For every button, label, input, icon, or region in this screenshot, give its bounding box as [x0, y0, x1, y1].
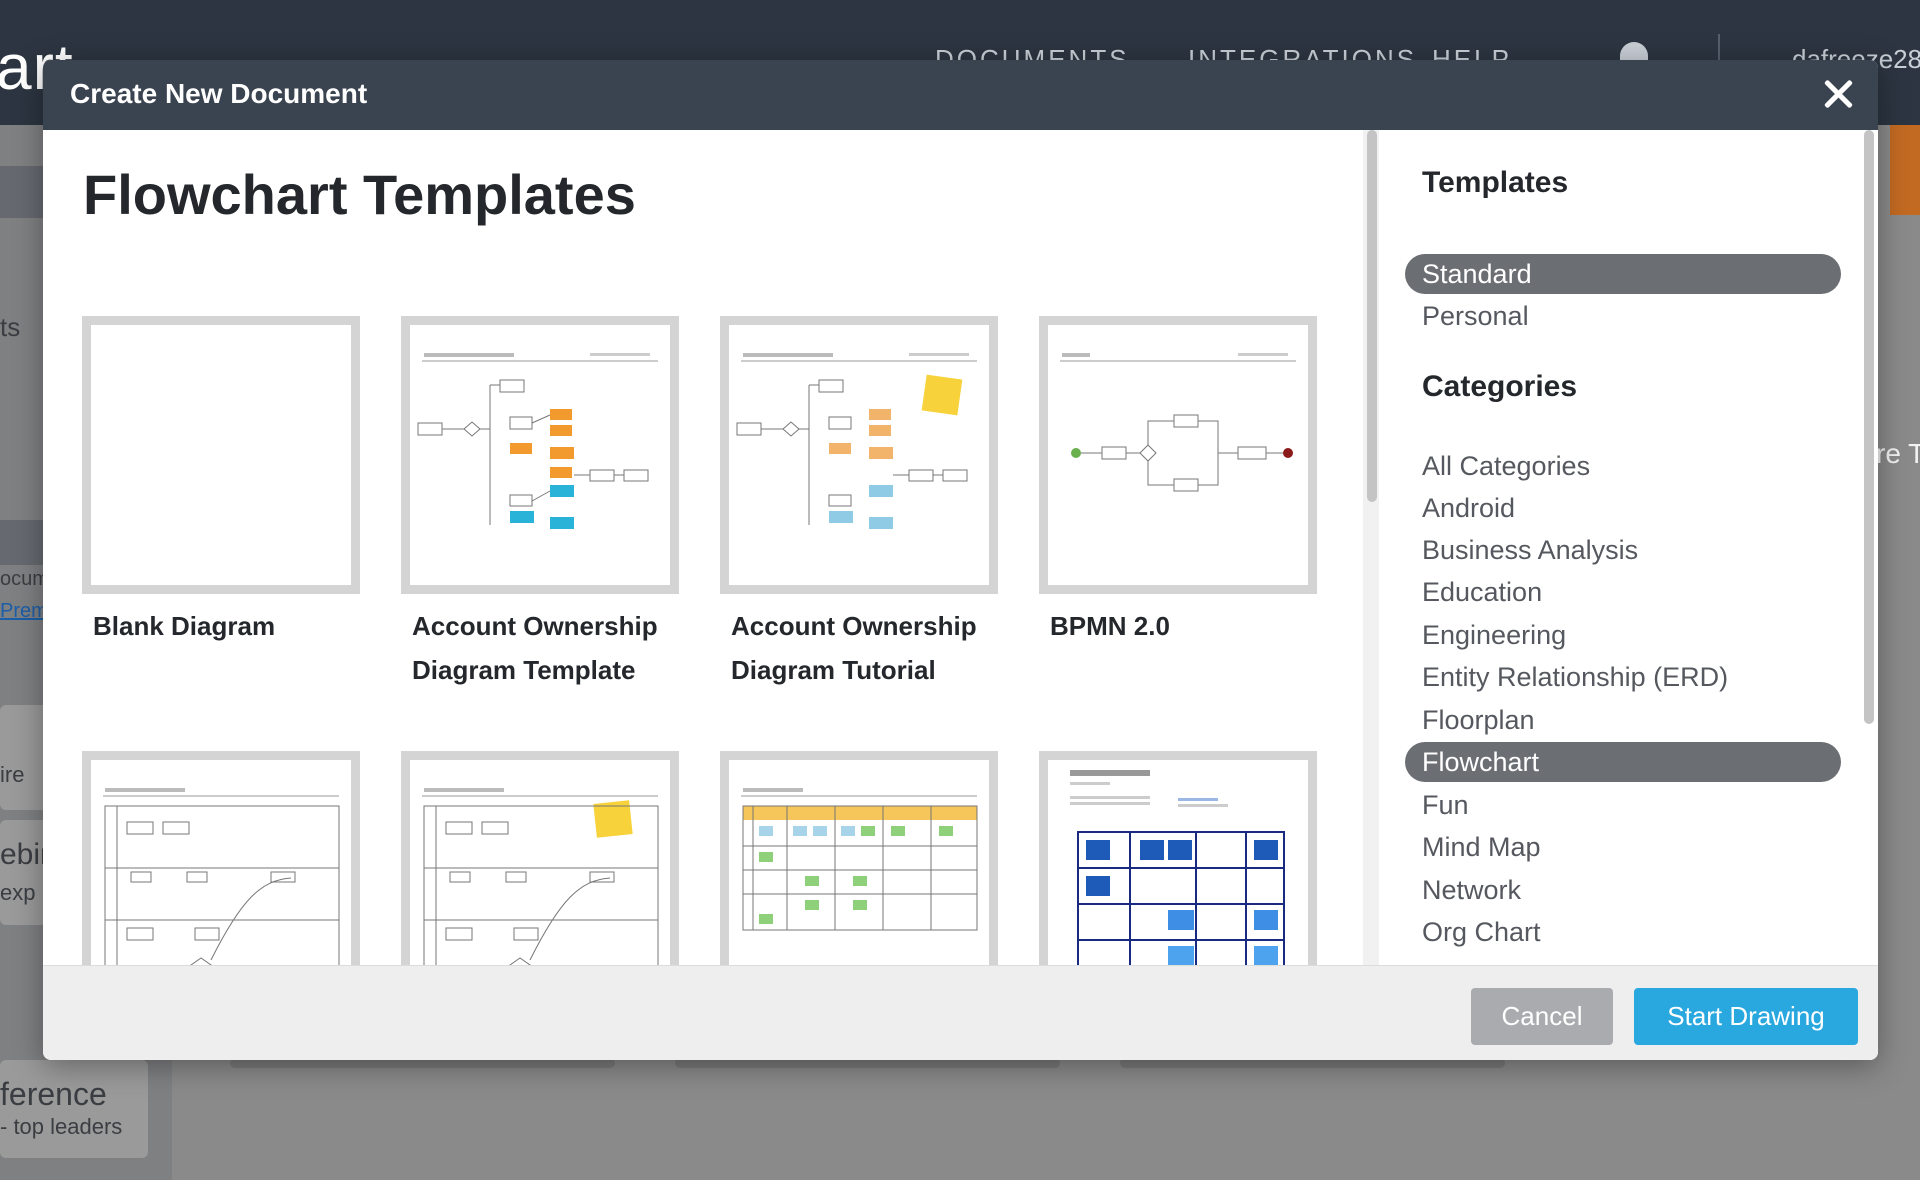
template-tile-bpmn[interactable]: BPMN 2.0 — [1039, 316, 1317, 696]
background-fragment: ire — [0, 762, 25, 787]
nav-divider — [1718, 34, 1720, 78]
template-thumbnail — [1039, 316, 1317, 594]
categories-heading: Categories — [1422, 370, 1578, 403]
template-thumbnail — [401, 316, 679, 594]
template-tile[interactable] — [1039, 751, 1317, 965]
gallery-scrollbar-thumb[interactable] — [1367, 130, 1377, 502]
dialog-footer: Cancel Start Drawing — [43, 965, 1878, 1060]
template-gallery: Flowchart Templates Blank Diagram — [43, 130, 1363, 965]
template-thumbnail — [1039, 751, 1317, 965]
templates-heading: Templates — [1422, 166, 1569, 199]
category-flowchart[interactable]: Flowchart — [1405, 742, 1841, 782]
template-thumbnail — [720, 751, 998, 965]
background-fragment: re T — [1876, 438, 1920, 469]
gallery-title: Flowchart Templates — [83, 163, 636, 226]
background-fragment: ts — [0, 312, 21, 342]
category-android[interactable]: Android — [1422, 493, 1516, 523]
dialog-title: Create New Document — [70, 78, 368, 109]
background-shadow — [230, 1058, 615, 1068]
filter-scrollbar-thumb[interactable] — [1864, 130, 1874, 724]
category-erd[interactable]: Entity Relationship (ERD) — [1422, 662, 1729, 692]
template-name: Account Ownership Diagram Tutorial — [731, 611, 977, 685]
template-thumbnail — [82, 316, 360, 594]
category-mind-map[interactable]: Mind Map — [1422, 832, 1541, 862]
template-tile-account-ownership-template[interactable]: Account Ownership Diagram Template — [401, 316, 679, 696]
background-fragment: - top leaders — [0, 1114, 123, 1139]
dialog-header: Create New Document — [43, 60, 1878, 130]
background-shadow — [675, 1058, 1060, 1068]
category-fun[interactable]: Fun — [1422, 790, 1469, 820]
start-drawing-button[interactable]: Start Drawing — [1634, 988, 1858, 1045]
template-tile-account-ownership-tutorial[interactable]: Account Ownership Diagram Tutorial — [720, 316, 998, 696]
background-orange-tab — [1890, 125, 1920, 215]
background-fragment: ference — [0, 1076, 107, 1112]
background-shadow — [1120, 1058, 1505, 1068]
template-thumbnail — [401, 751, 679, 965]
template-type-standard[interactable]: Standard — [1405, 254, 1841, 294]
category-floorplan[interactable]: Floorplan — [1422, 705, 1535, 735]
template-thumbnail — [720, 316, 998, 594]
template-thumbnail — [82, 751, 360, 965]
template-tile-blank[interactable]: Blank Diagram — [82, 316, 360, 696]
background-fragment: ebir — [0, 838, 51, 871]
template-name: Blank Diagram — [93, 611, 276, 641]
template-tile[interactable] — [82, 751, 360, 965]
filter-panel: Templates Standard Personal Categories A… — [1379, 130, 1878, 965]
category-org-chart[interactable]: Org Chart — [1422, 917, 1541, 947]
create-document-dialog: Create New Document Flowchart Templates … — [43, 60, 1878, 1060]
category-engineering[interactable]: Engineering — [1422, 620, 1567, 650]
template-name: BPMN 2.0 — [1050, 611, 1170, 641]
category-business-analysis[interactable]: Business Analysis — [1422, 535, 1639, 565]
template-name: Account Ownership Diagram Template — [412, 611, 658, 685]
category-all[interactable]: All Categories — [1422, 451, 1591, 481]
close-icon[interactable] — [1816, 72, 1860, 116]
background-fragment: exp — [0, 880, 36, 905]
background-card — [0, 1060, 148, 1158]
background-fragment: Prem — [0, 600, 48, 622]
cancel-button[interactable]: Cancel — [1471, 988, 1613, 1045]
category-network[interactable]: Network — [1422, 875, 1522, 905]
template-type-personal[interactable]: Personal — [1422, 301, 1529, 331]
category-education[interactable]: Education — [1422, 577, 1543, 607]
template-tile[interactable] — [720, 751, 998, 965]
template-tile[interactable] — [401, 751, 679, 965]
